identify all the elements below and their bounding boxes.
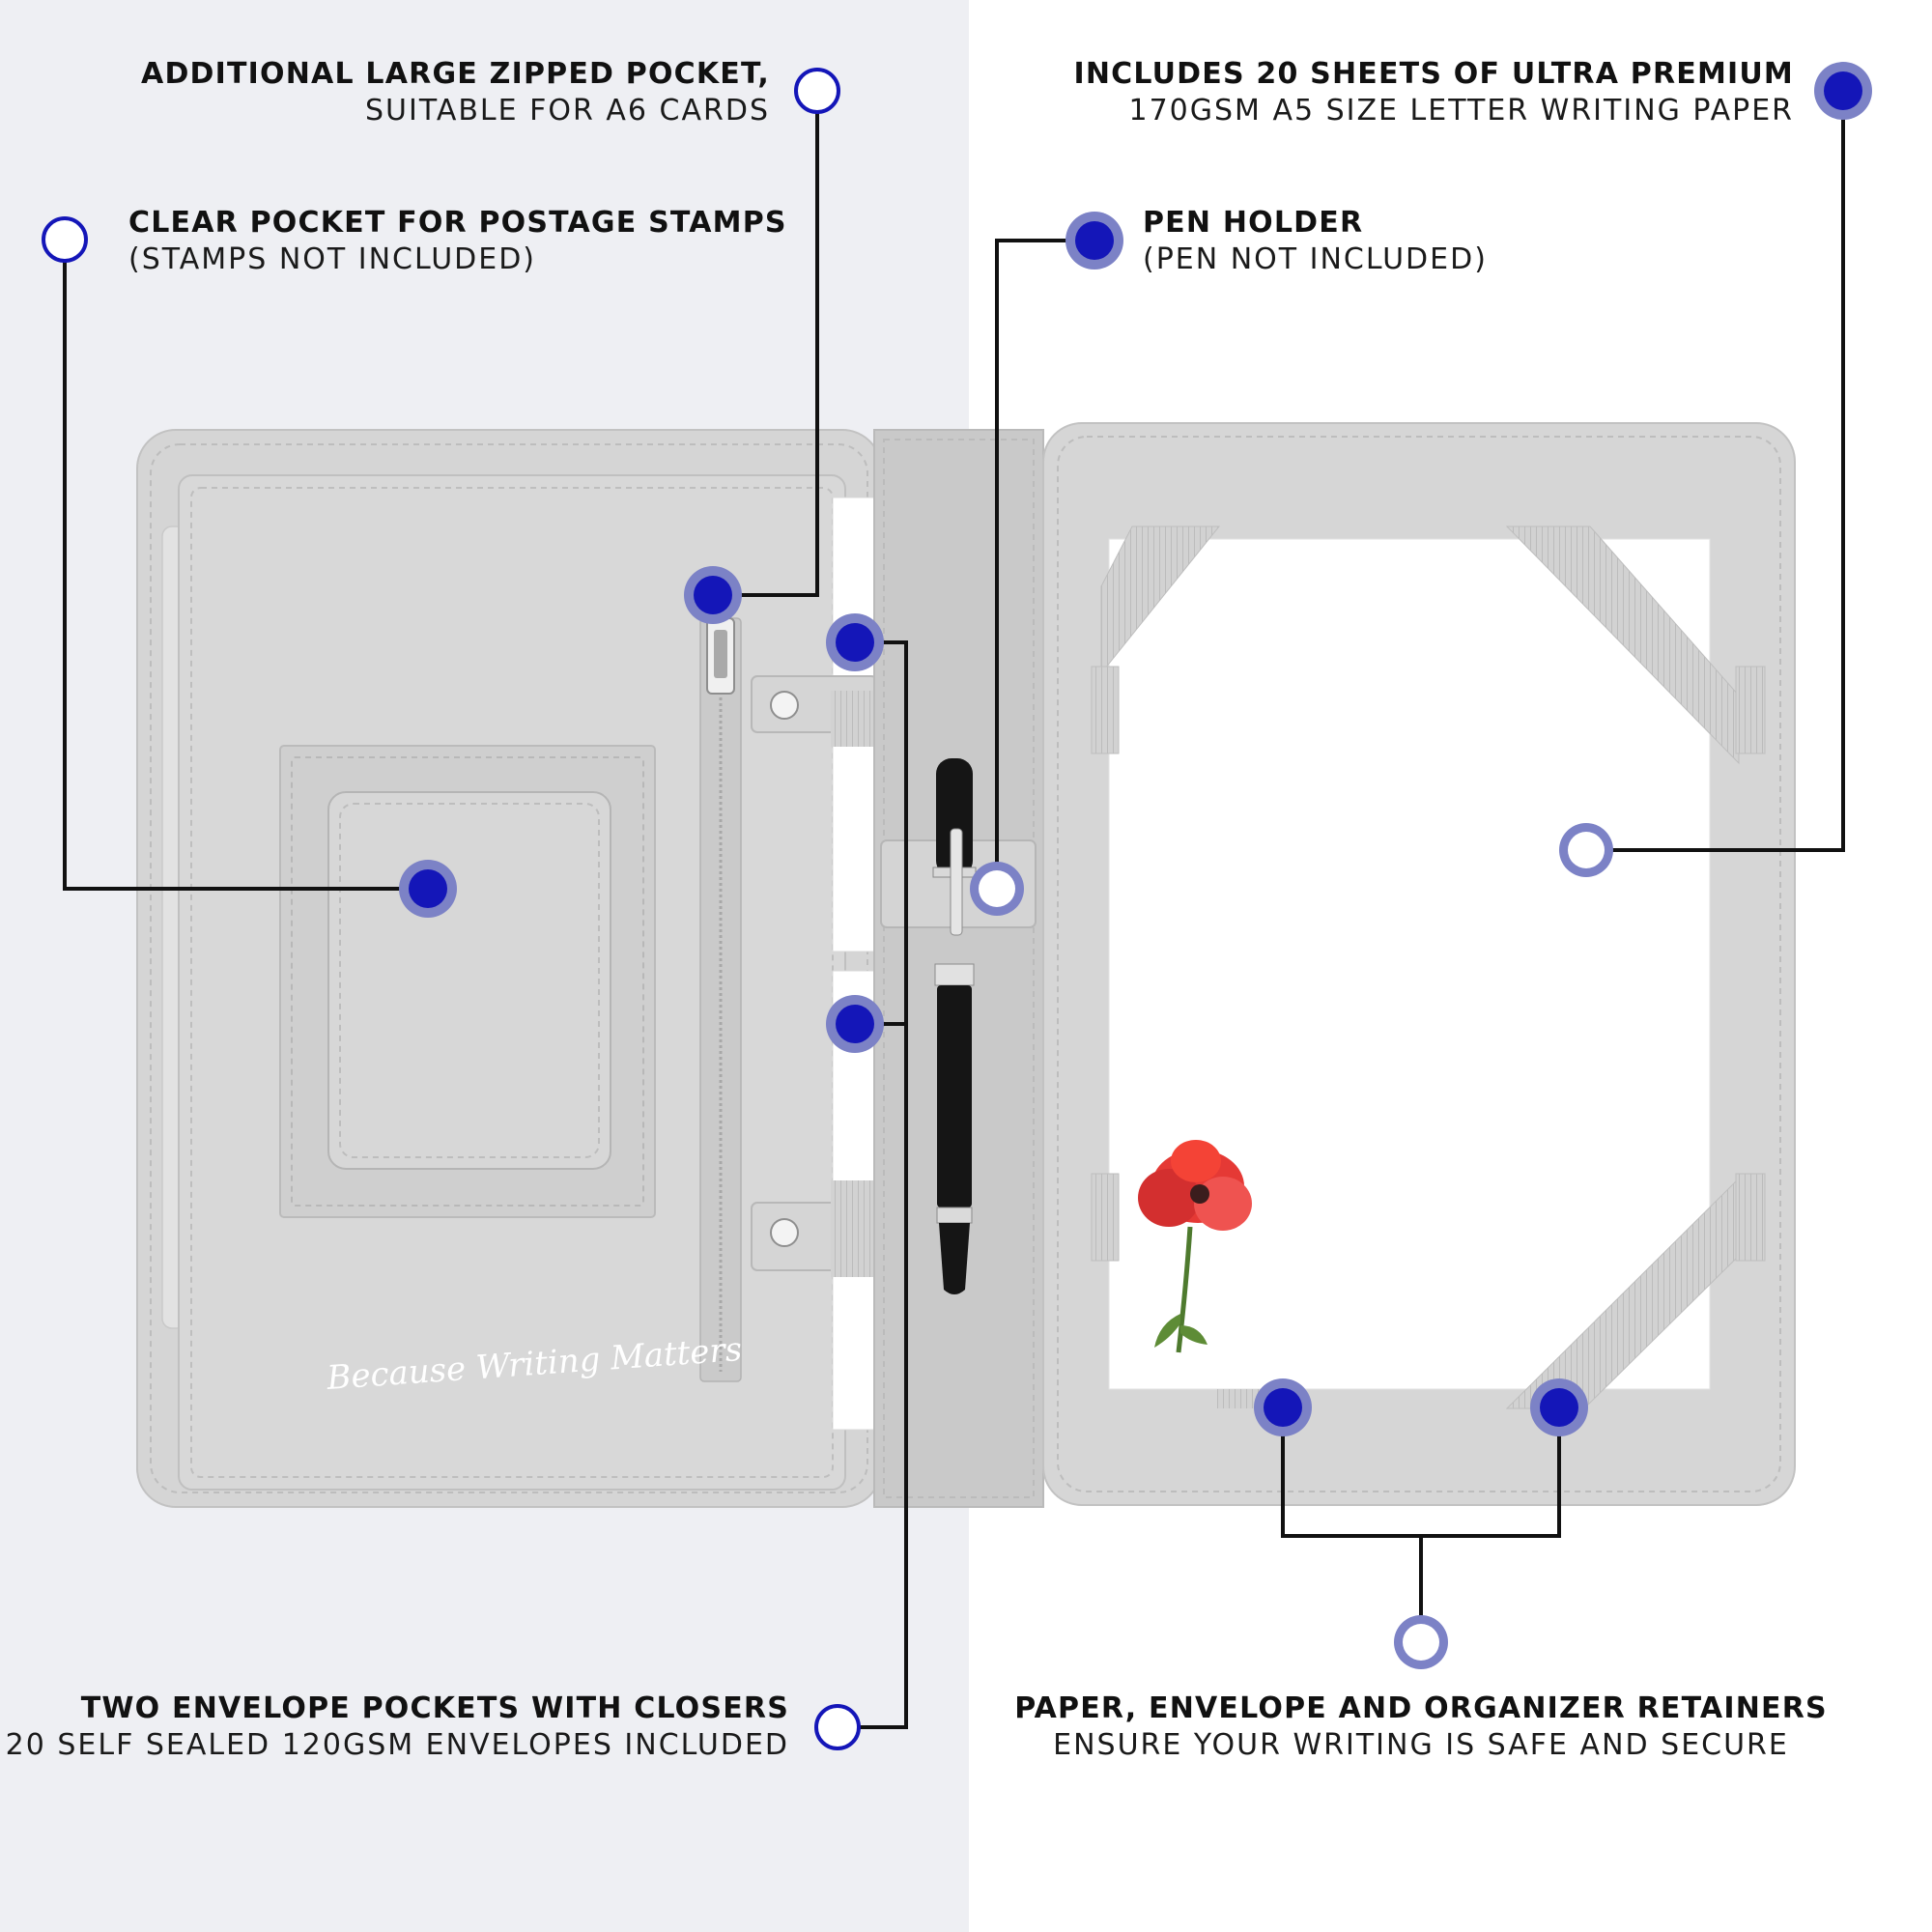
snap-button-icon[interactable] — [770, 691, 799, 720]
corner-retainers — [1091, 526, 1766, 1409]
callout-title: Clear pocket for postage stamps — [128, 206, 787, 240]
callout-envelope-pockets: Two envelope pockets with closers 20 sel… — [6, 1690, 789, 1764]
circle-marker-icon[interactable] — [1559, 823, 1613, 877]
circle-marker-icon[interactable] — [1254, 1378, 1312, 1436]
circle-marker-icon[interactable] — [1814, 62, 1872, 120]
callout-subtitle: Ensure your writing is safe and secure — [1053, 1728, 1789, 1762]
callout-title: Includes 20 sheets of ultra premium — [1073, 57, 1794, 91]
callout-title: Additional large zipped pocket, — [141, 57, 770, 91]
callout-subtitle: 20 self sealed 120gsm envelopes included — [5, 1728, 789, 1762]
snap-button-icon[interactable] — [770, 1218, 799, 1247]
circle-marker-icon[interactable] — [1530, 1378, 1588, 1436]
fountain-pen-icon — [932, 758, 977, 1294]
circle-marker-icon[interactable] — [1394, 1615, 1448, 1669]
circle-marker-icon[interactable] — [826, 995, 884, 1053]
callout-title: Two envelope pockets with closers — [80, 1691, 789, 1725]
writing-paper — [1108, 538, 1711, 1390]
callout-pen-holder: Pen holder (Pen not included) — [1143, 205, 1488, 278]
callout-subtitle: (Pen not included) — [1143, 242, 1488, 276]
circle-marker-icon[interactable] — [399, 860, 457, 918]
callout-subtitle: 170gsm A5 size letter writing paper — [1128, 94, 1794, 128]
callout-title: Paper, envelope and organizer retainers — [1014, 1691, 1828, 1725]
circle-marker-icon[interactable] — [970, 862, 1024, 916]
circle-marker-icon[interactable] — [794, 68, 840, 114]
callout-stamp-pocket: Clear pocket for postage stamps (Stamps … — [128, 205, 787, 278]
poppy-flower-icon — [1138, 1140, 1252, 1353]
callout-subtitle: Suitable for A6 Cards — [364, 94, 770, 128]
circle-marker-icon[interactable] — [814, 1704, 861, 1750]
callout-retainers: Paper, envelope and organizer retainers … — [998, 1690, 1844, 1764]
circle-marker-icon[interactable] — [42, 216, 88, 263]
callout-title: Pen holder — [1143, 206, 1364, 240]
zipper-icon — [699, 617, 742, 1382]
circle-marker-icon[interactable] — [684, 566, 742, 624]
callout-writing-paper: Includes 20 sheets of ultra premium 170g… — [1073, 56, 1794, 129]
circle-marker-icon[interactable] — [1065, 212, 1123, 270]
circle-marker-icon[interactable] — [826, 613, 884, 671]
markers — [42, 62, 1872, 1750]
callout-zipped-pocket: Additional large zipped pocket, Suitable… — [141, 56, 770, 129]
stamp-window — [279, 745, 656, 1218]
callout-subtitle: (Stamps not included) — [128, 242, 537, 276]
